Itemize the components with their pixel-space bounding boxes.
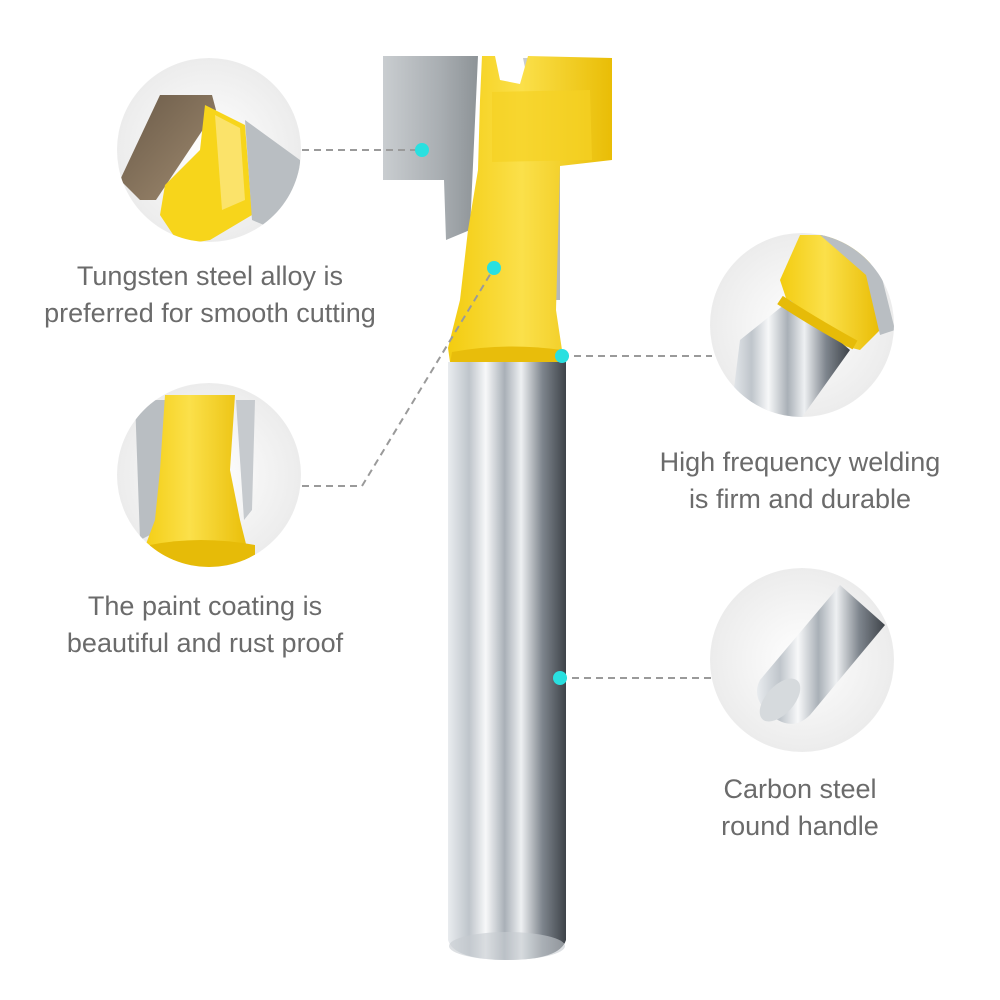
feature-line: round handle [721,811,879,841]
feature-line: beautiful and rust proof [66,628,344,658]
callout-dot-coating [487,261,501,275]
router-bit [383,56,612,960]
callout-line-coating [302,267,495,487]
shank [448,362,566,960]
feature-text-welding: High frequency welding is firm and durab… [620,444,980,518]
feature-line: preferred for smooth cutting [44,298,376,328]
callout-lines [302,149,712,679]
feature-text-coating: The paint coating is beautiful and rust … [0,588,410,662]
feature-line: Carbon steel [723,774,877,804]
feature-text-carbide: Tungsten steel alloy is preferred for sm… [0,258,420,332]
feature-line: is firm and durable [688,484,912,514]
callout-dot-carbide [415,143,429,157]
feature-line: Tungsten steel alloy is [76,261,344,291]
welding-closeup-icon [710,233,894,417]
carbide-tip-closeup-icon [117,58,301,242]
callout-dot-shank [553,671,567,685]
feature-line: The paint coating is [87,591,323,621]
feature-line: High frequency welding [659,447,941,477]
carbide-wing-left [383,56,478,240]
callout-dots [415,143,569,685]
callout-dot-welding [555,349,569,363]
shank-closeup-icon [710,568,894,752]
feature-text-shank: Carbon steel round handle [620,771,980,845]
paint-coating-closeup-icon [117,383,301,567]
